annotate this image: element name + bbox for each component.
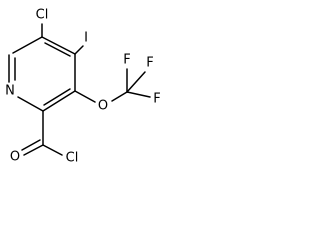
bond-carbonyl-o-inner (21, 139, 41, 151)
atom-ether-oxygen: O (98, 99, 108, 114)
atom-ring-nitrogen: N (5, 84, 15, 99)
bond-c6-c5 (12, 36, 43, 54)
double-bond-inner-c3-c2 (43, 88, 71, 106)
bond-c4-i (74, 45, 84, 55)
bond-c2-n1 (17, 96, 44, 112)
chemical-structure: Cl I F F F O N O Cl (5, 8, 161, 166)
atom-chlorine-acyl: Cl (66, 151, 79, 166)
bond-o-cf3 (111, 91, 128, 102)
atom-fluorine-right: F (153, 92, 160, 107)
bond-c3-c2 (42, 90, 76, 112)
bond-carbonyl-o-outer (23, 144, 44, 156)
atom-chlorine-top: Cl (36, 8, 49, 23)
bond-c5-c4 (41, 36, 76, 55)
pyridine-ring (8, 36, 76, 112)
double-bond-inner-c5-c4 (44, 42, 71, 57)
atom-iodine: I (84, 31, 88, 46)
bond-cf3-f-top-right (126, 71, 146, 93)
atom-fluorine-top-right: F (146, 56, 153, 71)
bond-c3-o (74, 90, 96, 103)
atom-fluorine-top-left: F (123, 53, 130, 68)
atom-carbonyl-oxygen: O (10, 150, 20, 165)
bond-cf3-f-right (126, 91, 151, 98)
bond-carbonyl-cl (42, 144, 63, 156)
